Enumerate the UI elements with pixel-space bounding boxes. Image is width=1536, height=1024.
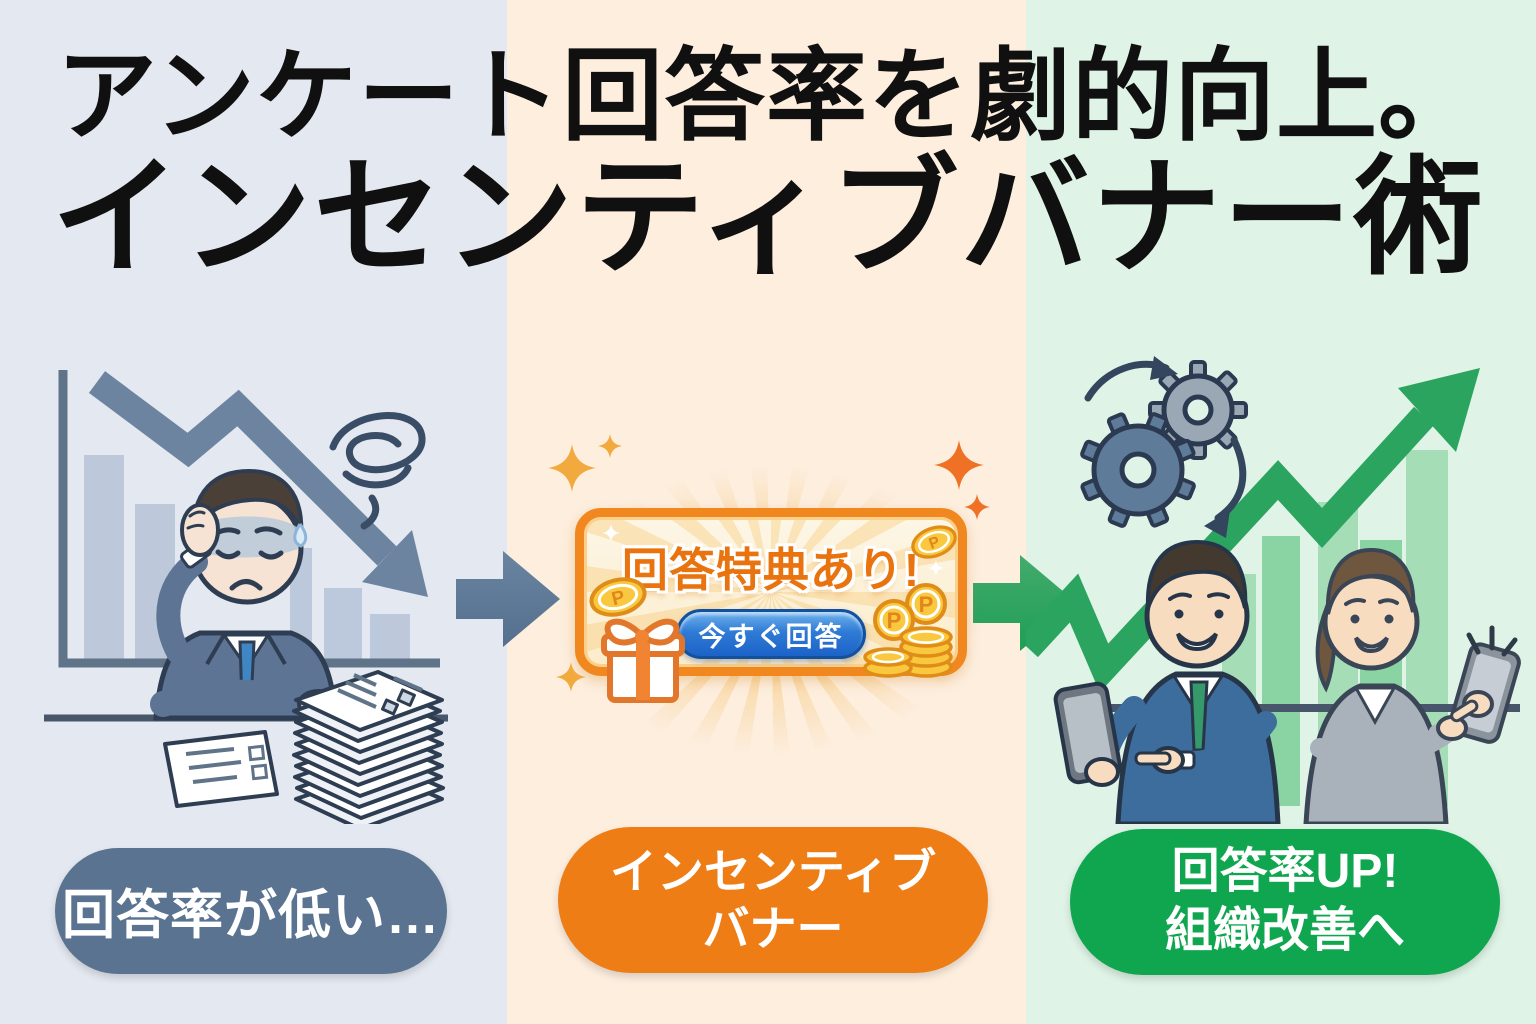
flow-arrow-solution-to-result [973, 555, 1077, 651]
gift-box-icon [601, 618, 685, 703]
svg-text:P: P [610, 587, 628, 611]
caption-result-line2: 組織改善へ [1164, 904, 1405, 957]
sparkle-icon [934, 440, 984, 490]
point-coin-icon: P [589, 577, 647, 617]
caption-problem-text: 回答率が低い… [62, 886, 440, 945]
svg-text:P: P [919, 592, 934, 617]
coin-stack-icon [863, 647, 913, 678]
point-coin-icon: P [873, 599, 915, 641]
flow-arrow-problem-to-solution [456, 551, 560, 647]
man-with-phone-icon [1053, 539, 1281, 824]
coin-stack-icon [899, 626, 953, 678]
caption-pill-solution: インセンティブ バナー [558, 827, 988, 973]
sparkle-icon [602, 524, 620, 542]
stressed-man-icon [150, 468, 341, 721]
caption-solution-line1: インセンティブ [609, 844, 937, 898]
decline-arrow-icon [88, 371, 428, 597]
declining-bar-chart-icon [58, 370, 440, 668]
result-illustration [1026, 356, 1521, 824]
title-line-2: インセンティブバナー術 [51, 146, 1485, 291]
caption-pill-problem: 回答率が低い… [55, 848, 447, 974]
woman-with-phone-icon [1303, 547, 1521, 824]
survey-form-icon [163, 730, 279, 808]
sparkle-icon [964, 494, 990, 520]
sparkle-icon [598, 434, 622, 458]
title-block: アンケート回答率を劇的向上。 インセンティブバナー術 [0, 41, 1536, 291]
problem-illustration [44, 370, 448, 824]
caption-solution-line2: バナー [702, 902, 844, 955]
sparkle-icon [556, 662, 586, 692]
gears-cycle-icon [1080, 356, 1248, 538]
banner-headline: 回答特典あり! [621, 544, 921, 596]
stress-scribble-icon [329, 412, 426, 530]
paper-stack-icon [292, 670, 445, 824]
cta-button[interactable]: 今すぐ回答 [676, 609, 866, 659]
title-line-1: アンケート回答率を劇的向上。 [56, 41, 1480, 153]
sparkle-icon [548, 444, 596, 492]
notification-marks-icon [1466, 625, 1518, 657]
point-coin-icon: P [905, 583, 947, 625]
caption-result-line1: 回答率UP! [1171, 845, 1399, 899]
sparkle-icon [928, 560, 944, 576]
svg-text:P: P [887, 608, 902, 633]
caption-pill-result: 回答率UP! 組織改善へ [1070, 829, 1500, 975]
point-coin-icon: P [911, 525, 957, 559]
